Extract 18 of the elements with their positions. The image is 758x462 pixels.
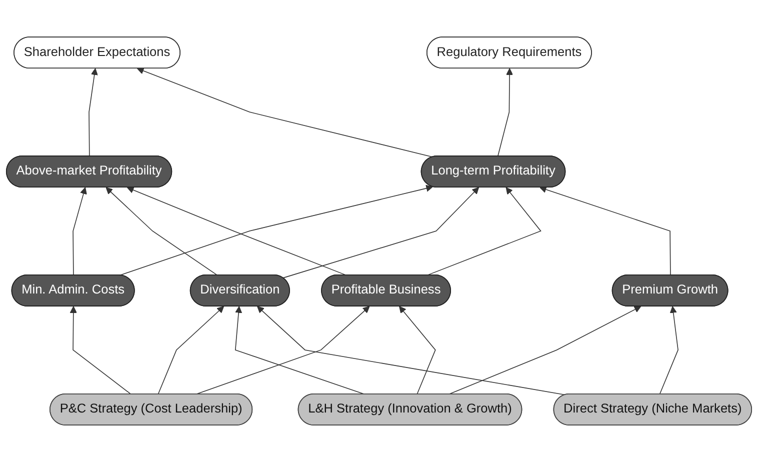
arrow xyxy=(137,68,434,158)
arrow xyxy=(196,306,370,395)
arrow xyxy=(659,306,678,395)
arrow xyxy=(72,187,87,276)
arrow xyxy=(126,186,347,276)
arrow xyxy=(88,68,98,157)
arrow xyxy=(119,184,433,276)
arrow xyxy=(282,187,480,278)
arrow xyxy=(497,68,514,157)
arrow xyxy=(540,186,671,276)
arrow xyxy=(106,187,218,276)
arrow xyxy=(234,306,366,395)
arrow xyxy=(70,306,132,395)
arrow xyxy=(158,306,224,395)
arrow xyxy=(426,187,542,276)
arrow xyxy=(399,306,436,395)
arrow xyxy=(448,306,642,395)
arrow xyxy=(257,306,566,396)
